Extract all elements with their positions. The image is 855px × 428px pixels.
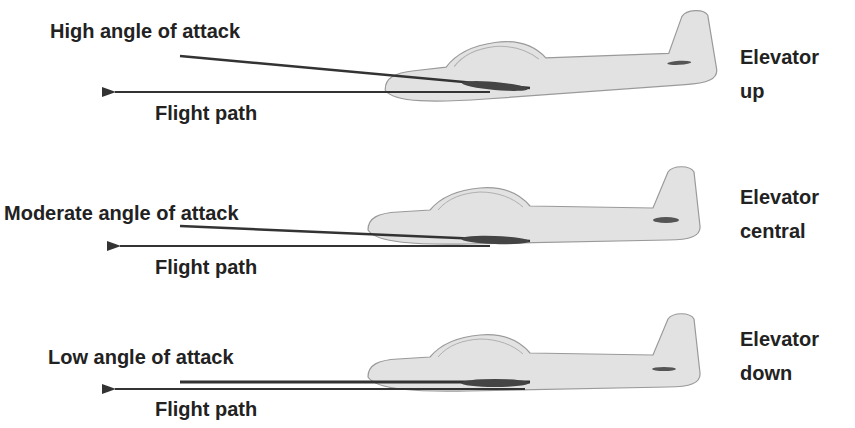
- flight-path-label: Flight path: [155, 392, 257, 426]
- flight-path-arrow: [115, 388, 525, 390]
- elevator-label: Elevator down: [740, 322, 840, 390]
- elevator-label: Elevator up: [740, 40, 840, 108]
- wing-section: [461, 379, 529, 387]
- flight-path-label: Flight path: [155, 250, 257, 284]
- flight-path-arrow: [115, 91, 490, 93]
- angle-label: Low angle of attack: [48, 340, 234, 374]
- flight-path-arrow: [120, 245, 490, 247]
- aircraft: [382, 10, 718, 105]
- flight-path-label: Flight path: [155, 96, 257, 130]
- aircraft: [368, 314, 700, 391]
- aircraft: [368, 167, 700, 244]
- angle-label: Moderate angle of attack: [4, 196, 239, 230]
- elevator-label: Elevator central: [740, 180, 840, 248]
- angle-label: High angle of attack: [50, 14, 240, 48]
- wing-section: [462, 79, 528, 93]
- wing-section: [461, 235, 529, 245]
